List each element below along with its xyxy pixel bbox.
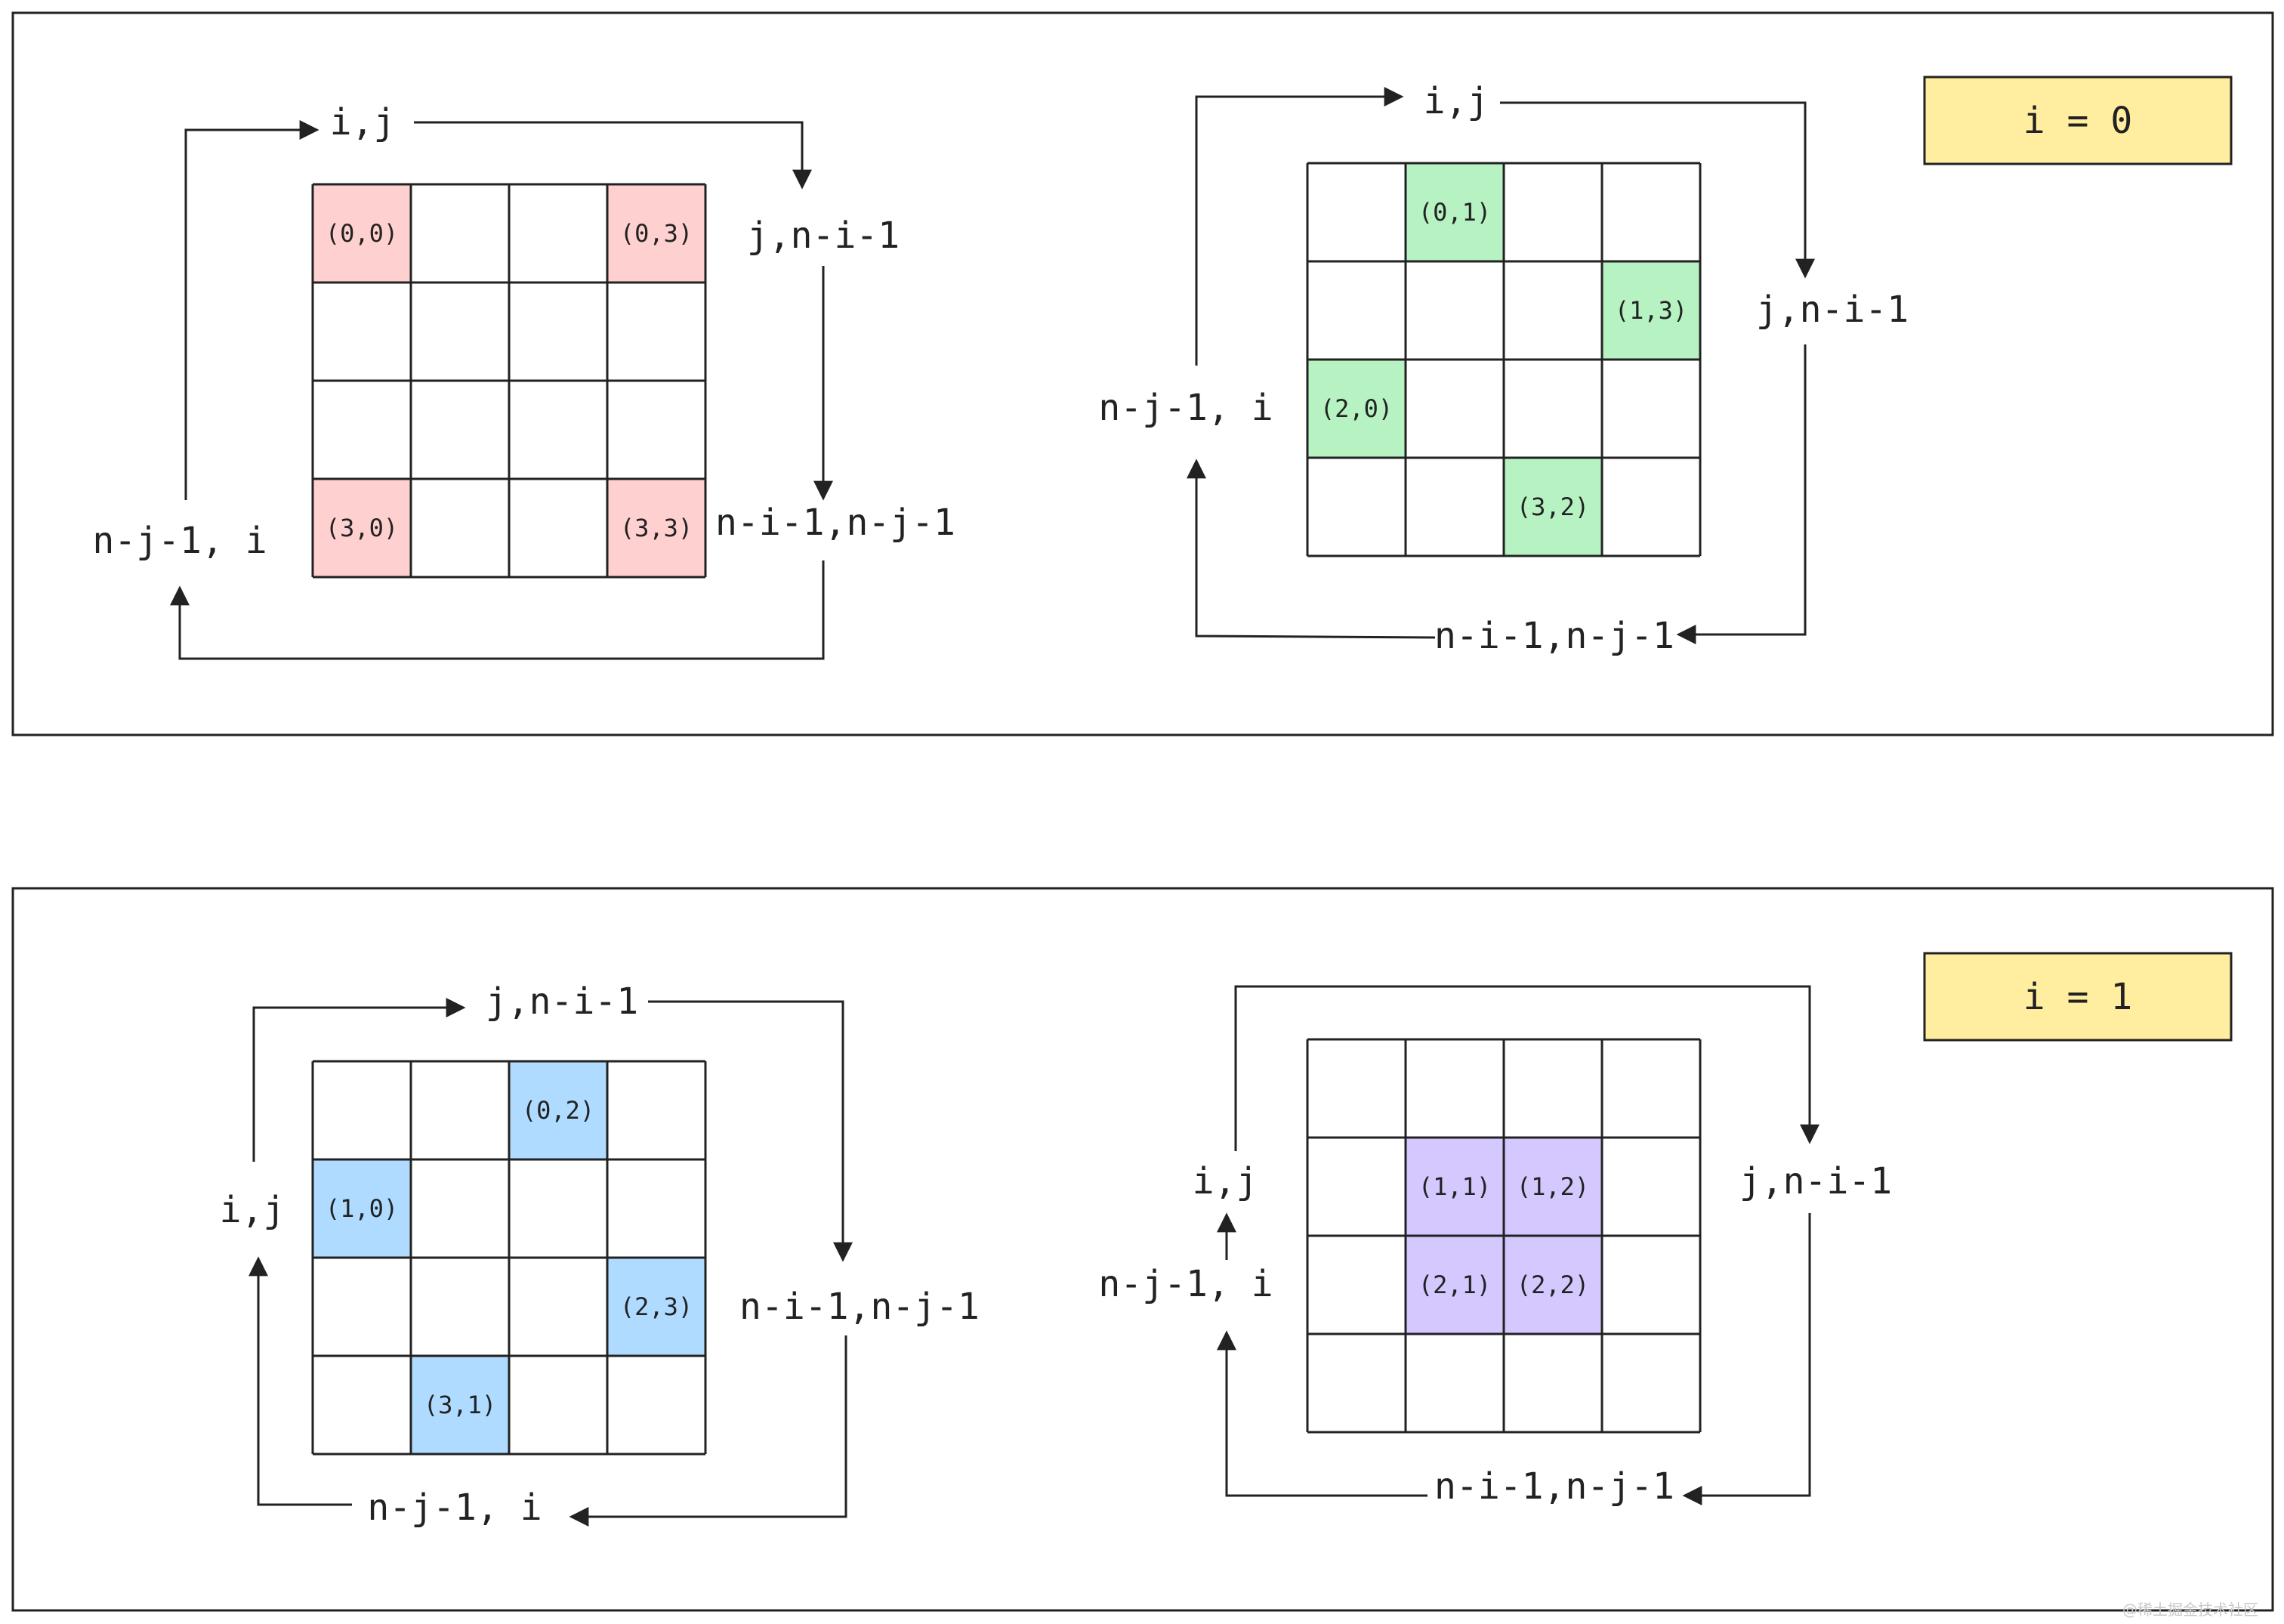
grid-purple: (1,1) (1,2) (2,1) (2,2) <box>1306 1038 1702 1434</box>
cell-label-3-2: (3,2) <box>1517 492 1589 521</box>
tag-i0: i = 0 <box>1923 76 2233 165</box>
cell-label-0-1: (0,1) <box>1418 198 1491 227</box>
cell-label-3-1: (3,1) <box>424 1391 496 1419</box>
tag-i0-box <box>1923 76 2233 165</box>
label-green-right: j,n-i-1 <box>1756 289 1909 331</box>
label-green-top: i,j <box>1424 80 1489 122</box>
grid-cell-2-0 <box>1307 360 1406 458</box>
arrow-purple-bottom-to-left <box>1217 1330 1428 1497</box>
rotation-arrows-blue <box>248 998 853 1527</box>
rotation-arrows-red <box>170 120 833 660</box>
cell-label-2-0: (2,0) <box>1320 394 1393 423</box>
arrow-green-right-to-bottom <box>1676 344 1807 644</box>
grid-red: (0,0) (0,3) (3,0) (3,3) <box>311 183 707 579</box>
label-blue-left: i,j <box>220 1189 286 1231</box>
grid-cell-3-3 <box>607 479 705 577</box>
arrow-red-bottom-to-left <box>170 560 825 660</box>
label-purple-top-left: i,j <box>1193 1160 1258 1203</box>
grid-cell-3-0 <box>313 479 411 577</box>
tag-i1-box <box>1923 952 2233 1042</box>
grid-blue: (0,2) (1,0) (2,3) (3,1) <box>311 1060 707 1456</box>
tag-i0-label: i = 0 <box>2023 100 2133 142</box>
grid-cell-1-0 <box>313 1159 411 1258</box>
arrow-green-bottom-to-left <box>1187 458 1436 639</box>
cell-label-0-0: (0,0) <box>326 219 398 248</box>
grid-cell-0-1 <box>1406 163 1504 261</box>
cell-label-2-3: (2,3) <box>620 1292 693 1321</box>
label-red-left: n-j-1, i <box>92 520 267 562</box>
cell-label-2-1: (2,1) <box>1418 1270 1491 1299</box>
label-red-right: j,n-i-1 <box>747 215 900 257</box>
rotation-arrows-green <box>1187 87 1815 644</box>
grid-cell-0-3 <box>607 184 705 283</box>
arrow-blue-left-to-top <box>252 998 466 1162</box>
cell-label-1-3: (1,3) <box>1615 296 1687 325</box>
cell-label-1-2: (1,2) <box>1517 1172 1589 1201</box>
grid-cell-2-3 <box>607 1258 705 1356</box>
watermark: @稀土掘金技术社区 <box>2122 1601 2258 1619</box>
arrow-red-left-to-top <box>184 120 319 500</box>
grid-cell-2-1 <box>1406 1236 1504 1334</box>
panel-i0-frame <box>11 11 2274 736</box>
arrow-blue-bottom-to-left <box>248 1256 352 1506</box>
grid-cell-3-1 <box>411 1356 509 1454</box>
arrow-blue-right-to-bottom <box>569 1335 847 1527</box>
cell-label-2-2: (2,2) <box>1517 1270 1589 1299</box>
tag-i1-label: i = 1 <box>2023 976 2133 1018</box>
label-blue-top: j,n-i-1 <box>486 980 638 1023</box>
grid-cell-2-2 <box>1504 1236 1602 1334</box>
label-red-bottom: n-i-1,n-j-1 <box>715 502 955 544</box>
arrow-red-top-to-right <box>414 121 812 190</box>
cell-label-1-0: (1,0) <box>326 1194 398 1223</box>
cell-label-1-1: (1,1) <box>1418 1172 1491 1201</box>
arrow-purple-topleft-to-right <box>1234 985 1819 1151</box>
label-green-left: n-j-1, i <box>1098 387 1273 429</box>
arrow-green-left-to-top <box>1195 87 1404 366</box>
arrow-blue-top-to-right <box>648 1000 853 1262</box>
label-purple-left: n-j-1, i <box>1098 1263 1273 1305</box>
panel-i1-frame <box>11 887 2274 1612</box>
grid-green: (0,1) (1,3) (2,0) (3,2) <box>1306 162 1702 557</box>
label-blue-right: n-i-1,n-j-1 <box>739 1286 980 1328</box>
label-purple-bottom: n-i-1,n-j-1 <box>1434 1465 1674 1508</box>
grid-cell-1-2 <box>1504 1138 1602 1236</box>
label-green-bottom: n-i-1,n-j-1 <box>1434 615 1674 657</box>
rotation-arrows-purple <box>1217 985 1819 1505</box>
tag-i1: i = 1 <box>1923 952 2233 1042</box>
cell-label-3-0: (3,0) <box>326 514 398 542</box>
grid-cell-1-1 <box>1406 1138 1504 1236</box>
cell-label-3-3: (3,3) <box>620 514 693 542</box>
arrow-purple-right-to-bottom <box>1682 1213 1811 1505</box>
grid-cell-1-3 <box>1602 261 1700 360</box>
grid-cell-0-0 <box>313 184 411 283</box>
label-blue-bottom: n-j-1, i <box>367 1487 542 1529</box>
grid-cell-0-2 <box>509 1061 607 1159</box>
label-purple-right: j,n-i-1 <box>1739 1160 1892 1203</box>
arrow-green-top-to-right <box>1500 101 1815 279</box>
grid-cell-3-2 <box>1504 458 1602 556</box>
cell-label-0-3: (0,3) <box>620 219 693 248</box>
label-red-top: i,j <box>330 101 396 144</box>
cell-label-0-2: (0,2) <box>522 1096 594 1125</box>
